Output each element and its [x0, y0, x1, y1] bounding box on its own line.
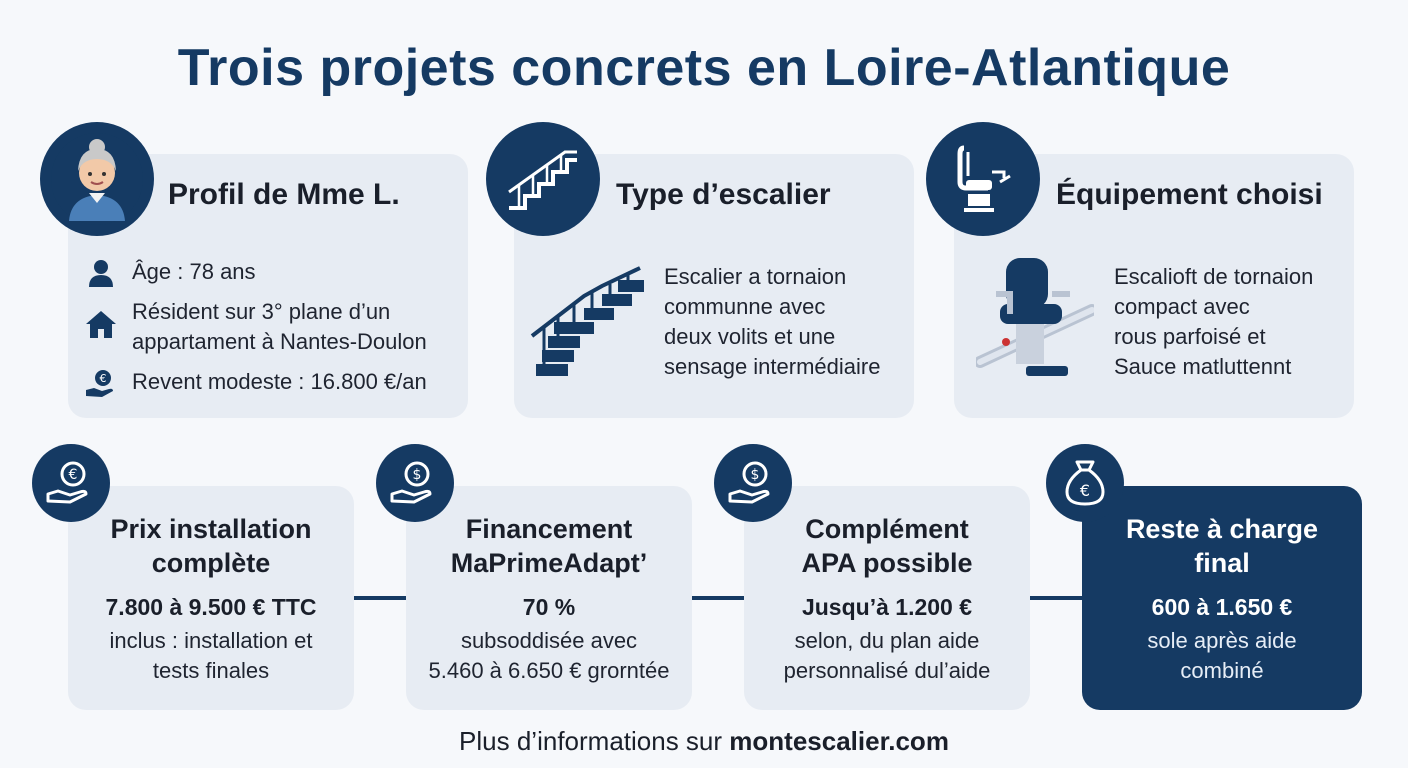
stairlift-illustration: [974, 254, 1098, 393]
step-title: Reste à charge final: [1082, 512, 1362, 580]
step-title-line-2: final: [1194, 548, 1250, 578]
profile-card-title: Profil de Mme L.: [168, 178, 400, 211]
footer: Plus d’informations sur montescalier.com: [0, 726, 1408, 757]
profile-residence-row: Résident sur 3° plane d’un appartament à…: [82, 297, 427, 357]
step-desc-line-1: inclus : installation et: [109, 628, 313, 653]
staircase-illustration: [528, 264, 648, 383]
stairs-desc-line-1: Escalier a tornaion: [664, 264, 847, 289]
connector-line: [1028, 596, 1086, 600]
profile-income-row: € Revent modeste : 16.800 €/an: [82, 367, 427, 399]
footer-prefix: Plus d’informations sur: [459, 726, 730, 756]
equipment-desc-line-1: Escalioft de tornaion: [1114, 264, 1314, 289]
profile-residence-line-2: appartament à Nantes-Doulon: [132, 329, 427, 354]
step-card-price: Prix installation complète 7.800 à 9.500…: [68, 486, 354, 710]
house-icon: [82, 297, 120, 339]
step-title: Financement MaPrimeAdapt’: [406, 512, 692, 580]
equipment-desc-line-2: compact avec: [1114, 294, 1250, 319]
person-icon: [82, 257, 120, 287]
svg-text:$: $: [751, 467, 760, 483]
step-description: selon, du plan aide personnalisé dul’aid…: [744, 626, 1030, 686]
dollar-hand-icon: $: [714, 444, 792, 522]
step-desc-line-2: 5.460 à 6.650 € grorntée: [428, 658, 670, 683]
step-desc-line-1: sole après aide: [1147, 628, 1297, 653]
svg-text:€: €: [69, 467, 78, 483]
svg-text:€: €: [1080, 481, 1090, 500]
step-value: 70 %: [522, 594, 576, 620]
step-value: Jusqu’à 1.200 €: [801, 594, 973, 620]
equipment-description: Escalioft de tornaion compact avec rous …: [1114, 262, 1313, 382]
euro-hand-icon: €: [82, 367, 120, 399]
step-value: 7.800 à 9.500 € TTC: [105, 594, 317, 620]
step-title-line-1: Prix installation: [110, 514, 312, 544]
stairs-desc-line-3: deux volits et une: [664, 324, 836, 349]
step-desc-line-2: tests finales: [152, 658, 270, 683]
step-desc-line-2: personnalisé dul’aide: [783, 658, 991, 683]
equipment-card-title: Équipement choisi: [1056, 178, 1323, 211]
svg-text:€: €: [100, 372, 107, 385]
money-bag-icon: €: [1046, 444, 1124, 522]
step-title: Prix installation complète: [68, 512, 354, 580]
step-title-line-2: complète: [151, 548, 271, 578]
profile-residence-line-1: Résident sur 3° plane d’un: [132, 299, 391, 324]
footer-link[interactable]: montescalier.com: [729, 726, 949, 756]
step-card-apa: Complément APA possible Jusqu’à 1.200 € …: [744, 486, 1030, 710]
step-desc-line-1: selon, du plan aide: [794, 628, 980, 653]
connector-line: [352, 596, 408, 600]
page-title: Trois projets concrets en Loire-Atlantiq…: [177, 39, 1231, 97]
elderly-woman-avatar-icon: [40, 122, 154, 236]
stairs-desc-line-2: communne avec: [664, 294, 826, 319]
step-title: Complément APA possible: [744, 512, 1030, 580]
step-title-line-2: MaPrimeAdapt’: [450, 548, 648, 578]
equipment-desc-line-3: rous parfoisé et: [1114, 324, 1266, 349]
equipment-desc-line-4: Sauce matluttennt: [1114, 354, 1292, 379]
stairs-card-title: Type d’escalier: [616, 178, 831, 211]
step-value: 600 à 1.650 €: [1151, 594, 1293, 620]
profile-age-text: Âge : 78 ans: [132, 259, 256, 284]
step-description: subsoddisée avec 5.460 à 6.650 € grornté…: [406, 626, 692, 686]
stairlift-chair-icon: [926, 122, 1040, 236]
step-title-line-1: Reste à charge: [1125, 514, 1319, 544]
stairs-desc-line-4: sensage intermédiaire: [664, 354, 881, 379]
svg-text:$: $: [413, 467, 422, 483]
step-desc-line-1: subsoddisée avec: [460, 628, 638, 653]
step-title-line-2: APA possible: [801, 548, 973, 578]
step-card-financing: Financement MaPrimeAdapt’ 70 % subsoddis…: [406, 486, 692, 710]
stairs-description: Escalier a tornaion communne avec deux v…: [664, 262, 880, 382]
step-description: sole après aide combiné: [1082, 626, 1362, 686]
step-title-line-1: Complément: [805, 514, 969, 544]
step-card-remaining-cost: Reste à charge final 600 à 1.650 € sole …: [1082, 486, 1362, 710]
step-desc-line-2: combiné: [1180, 658, 1264, 683]
step-description: inclus : installation et tests finales: [68, 626, 354, 686]
step-title-line-1: Financement: [465, 514, 633, 544]
profile-income-text: Revent modeste : 16.800 €/an: [132, 369, 427, 394]
connector-line: [690, 596, 748, 600]
staircase-icon: [486, 122, 600, 236]
dollar-hand-icon: $: [376, 444, 454, 522]
profile-age-row: Âge : 78 ans: [82, 257, 256, 287]
euro-hand-icon: €: [32, 444, 110, 522]
